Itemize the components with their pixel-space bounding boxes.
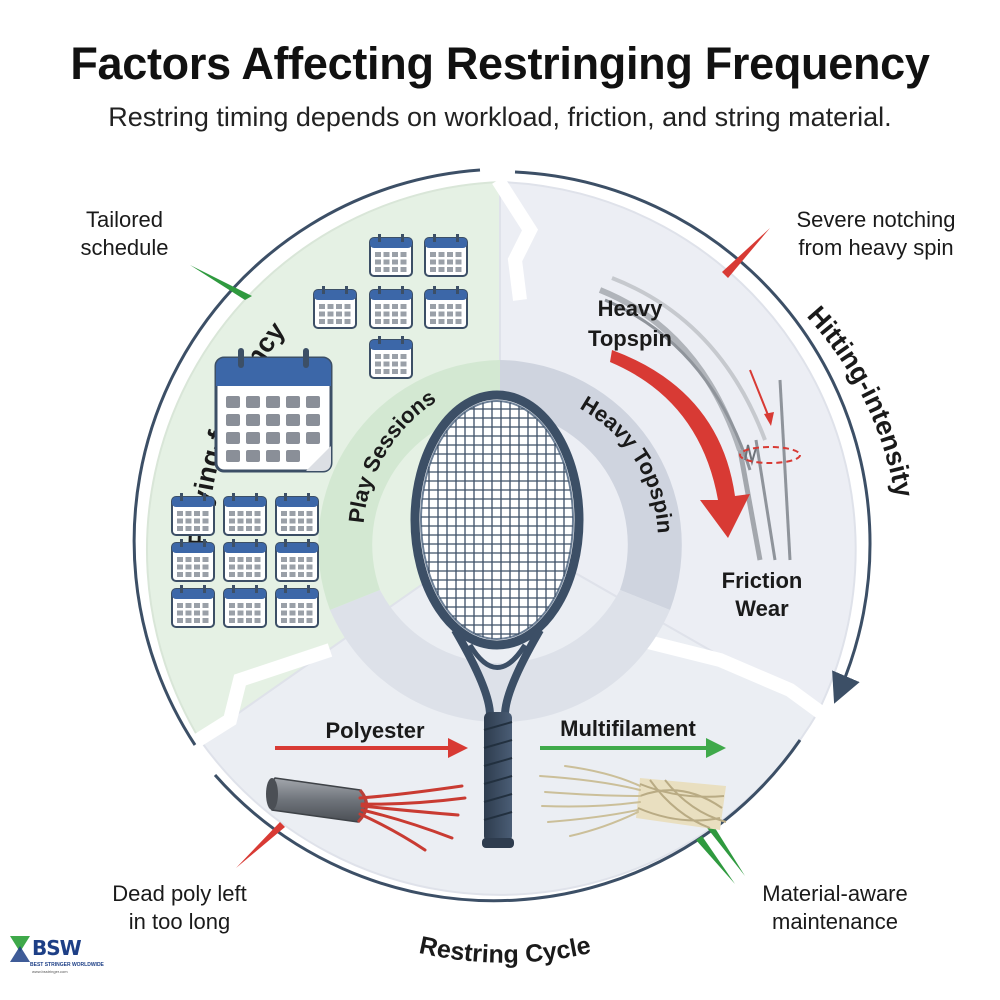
logo-wordmark: BSW (32, 936, 82, 960)
polyester-string-icon (266, 777, 467, 852)
small-calendar-icon (369, 286, 413, 329)
calendar-day-cell (286, 432, 300, 444)
calendar-day-cell (246, 396, 260, 408)
label-restring-cycle: Restring Cycle (417, 931, 593, 969)
calendar-day-cell (286, 414, 300, 426)
calendar-day-cell (266, 432, 280, 444)
material-aware-pin (696, 820, 745, 884)
calendar-day-cell (306, 432, 320, 444)
logo-tagline: BEST STRINGER WORLDWIDE (30, 962, 104, 968)
polyester-arrow (275, 738, 468, 758)
polyester-label: Polyester (325, 718, 424, 743)
small-calendar-icon (275, 585, 319, 628)
intensity-label-friction: Friction (722, 568, 803, 593)
calendar-day-cell (266, 414, 280, 426)
small-calendar-icon (275, 539, 319, 582)
inner-ring-play-sessions (318, 360, 500, 610)
calendar-day-cell (226, 432, 240, 444)
inner-ring-heavy-topspin (500, 360, 682, 610)
small-calendar-icon (223, 493, 267, 536)
page-subtitle: Restring timing depends on workload, fri… (108, 102, 892, 132)
calendar-day-cell (246, 450, 260, 462)
multifilament-string-icon (539, 765, 727, 837)
small-calendar-icon (313, 286, 357, 329)
tailored-schedule-pin (190, 265, 252, 300)
calendar-day-cell (226, 450, 240, 462)
intensity-label-topspin: Topspin (588, 326, 672, 351)
callout-dead-poly: Dead poly left in too long (112, 881, 247, 934)
string-friction-illustration (598, 276, 801, 561)
segment-hitting-intensity (499, 180, 857, 714)
small-calendar-icon (171, 539, 215, 582)
calendar-day-cell (266, 396, 280, 408)
logo-url: www.bsstringer.com (32, 969, 68, 974)
intensity-label-heavy: Heavy (598, 296, 664, 321)
calendar-day-cell (226, 396, 240, 408)
notching-pin (722, 228, 770, 278)
calendar-day-cell (306, 396, 320, 408)
small-calendar-icon (424, 234, 468, 277)
calendar-day-cell (246, 414, 260, 426)
segment-separators (191, 176, 825, 748)
small-calendar-icon (424, 286, 468, 329)
calendar-day-cell (266, 450, 280, 462)
cycle-ring (132, 168, 872, 903)
tennis-racket-icon (410, 390, 584, 848)
bsw-logo-mark-icon (10, 936, 30, 962)
calendar-day-cell (246, 432, 260, 444)
small-calendar-icon (369, 234, 413, 277)
callout-tailored-schedule: Tailored schedule (80, 207, 169, 260)
bsw-logo: BSW BEST STRINGER WORLDWIDE www.bsstring… (8, 932, 104, 982)
multifilament-arrow (540, 738, 726, 758)
calendar-day-cell (286, 450, 300, 462)
small-calendar-icon (223, 585, 267, 628)
callout-material-aware: Material-aware maintenance (762, 881, 908, 934)
intensity-label-wear: Wear (735, 596, 789, 621)
small-calendar-icon (369, 336, 413, 379)
calendar-day-cell (306, 414, 320, 426)
inner-ring-bottom (330, 590, 670, 723)
calendar-day-cell (226, 414, 240, 426)
small-calendar-icons (171, 234, 468, 628)
topspin-arrow-icon (610, 350, 750, 538)
small-calendar-icon (275, 493, 319, 536)
small-calendar-icon (171, 493, 215, 536)
calendar-day-cell (286, 396, 300, 408)
dead-poly-pin (236, 822, 285, 868)
small-calendar-icon (223, 539, 267, 582)
callout-severe-notching: Severe notching from heavy spin (796, 207, 956, 260)
small-calendar-icon (171, 585, 215, 628)
page-title: Factors Affecting Restringing Frequency (70, 38, 930, 89)
multifilament-label: Multifilament (560, 716, 696, 741)
big-calendar-icon (214, 348, 333, 473)
